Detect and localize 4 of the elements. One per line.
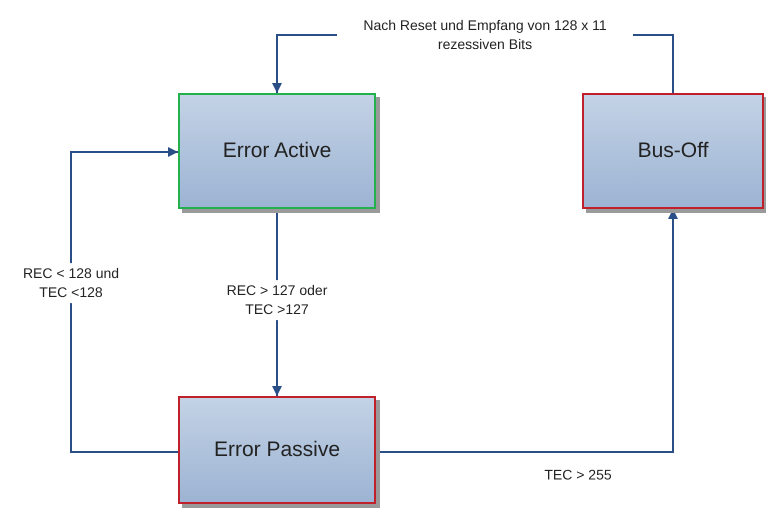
state-name: Error Active: [222, 139, 332, 163]
state-name: Bus-Off: [638, 139, 708, 163]
arrow: [70, 147, 178, 453]
state-name: Error Passive: [214, 438, 340, 462]
